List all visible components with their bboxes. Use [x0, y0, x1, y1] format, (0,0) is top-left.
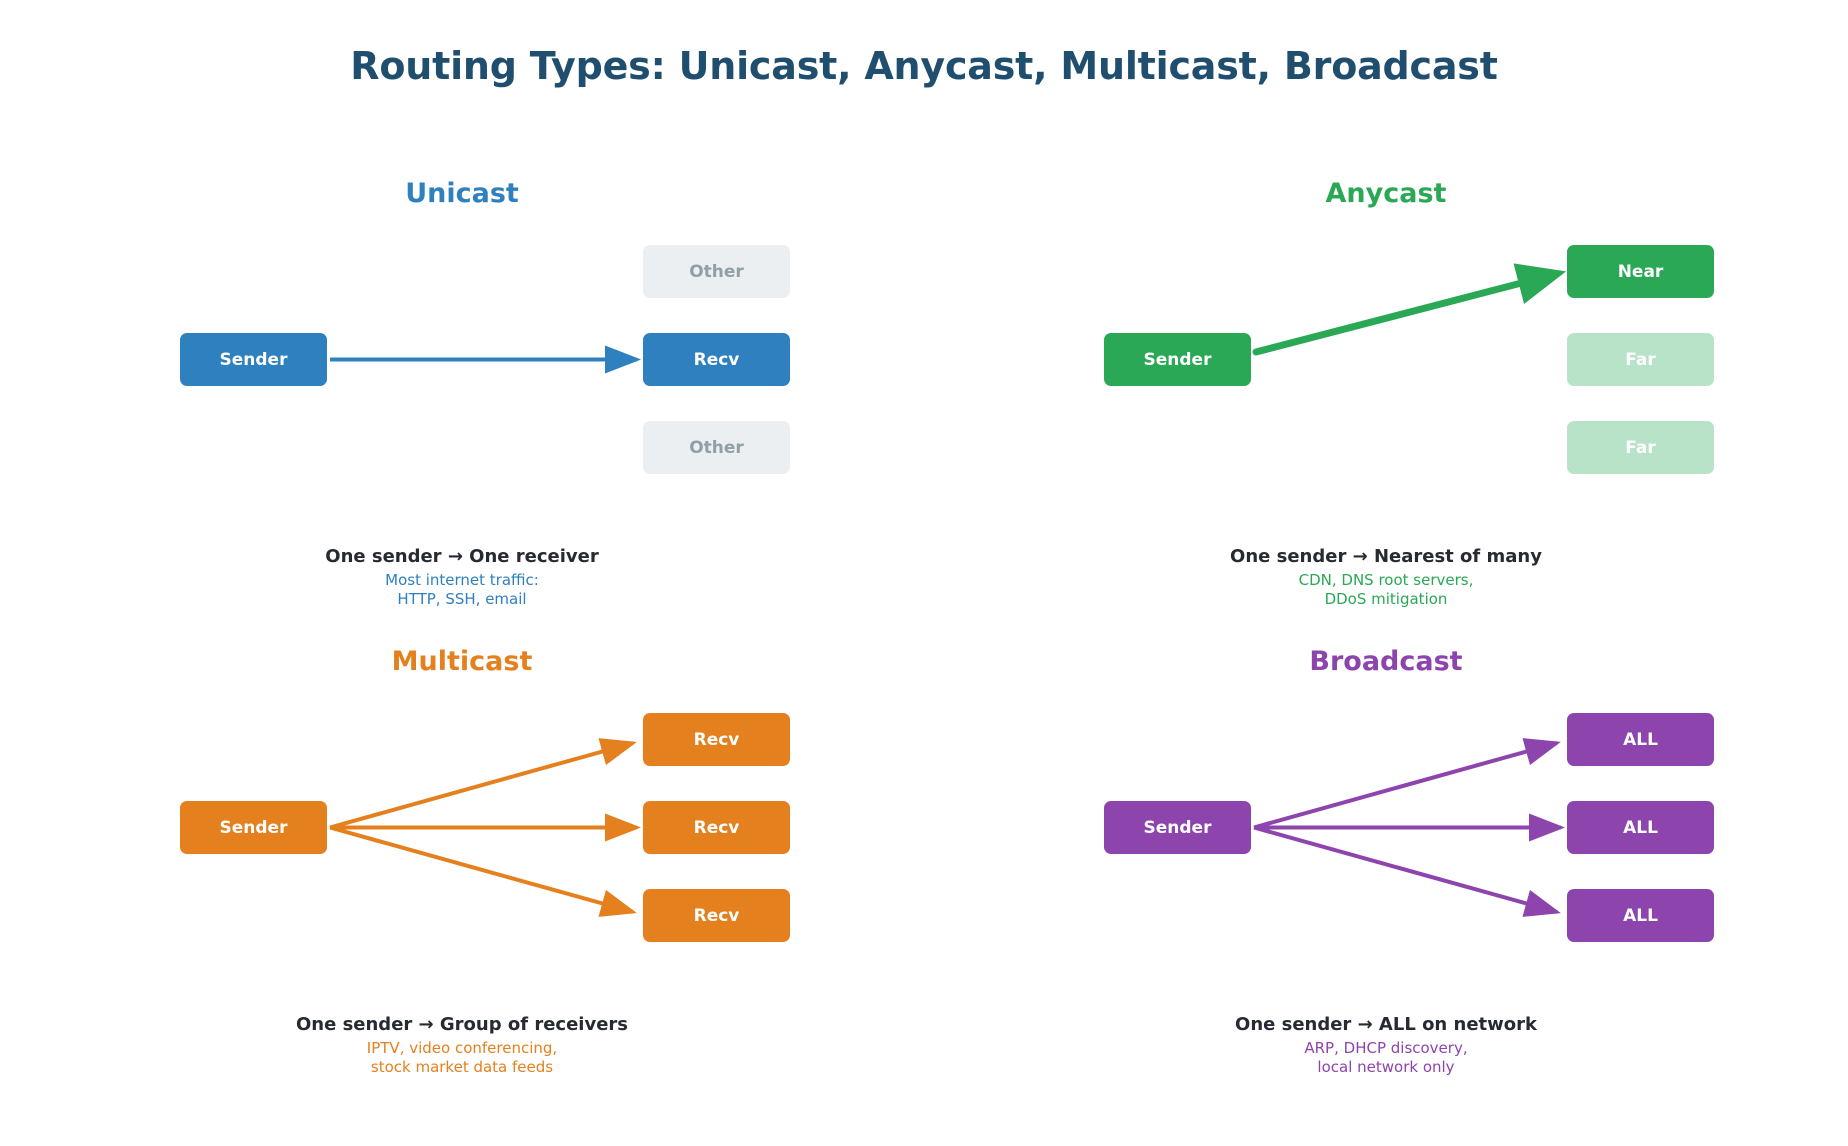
caption-main: One sender → ALL on network: [1235, 1014, 1537, 1035]
node-label: Far: [1625, 349, 1656, 370]
node-target-other-bottom[interactable]: Other: [643, 421, 790, 474]
arrow-sender-to-recv-top: [329, 738, 637, 830]
caption-sub-line-2: DDoS mitigation: [1324, 590, 1448, 609]
caption-main: One sender → Nearest of many: [1230, 546, 1542, 567]
node-label: Other: [689, 261, 744, 282]
node-target-recv-bottom[interactable]: Recv: [643, 889, 790, 942]
arrow-sender-to-recv-bottom: [329, 825, 637, 917]
arrow-layer-anycast: [1252, 263, 1567, 356]
caption-main: One sender → One receiver: [325, 546, 599, 567]
node-target-all-middle[interactable]: ALL: [1567, 801, 1714, 854]
arrow-sender-to-all-bottom: [1253, 825, 1561, 917]
node-target-far-middle[interactable]: Far: [1567, 333, 1714, 386]
caption-multicast: One sender → Group of receivers IPTV, vi…: [0, 1013, 924, 1077]
caption-sub: IPTV, video conferencing, stock market d…: [0, 1039, 924, 1077]
node-label: Sender: [219, 349, 288, 370]
diagram-multicast: Sender Recv Recv Recv: [0, 698, 924, 958]
caption-sub-line-1: ARP, DHCP discovery,: [1304, 1039, 1468, 1058]
caption-sub-line-2: HTTP, SSH, email: [397, 590, 527, 609]
caption-main: One sender → Group of receivers: [295, 1014, 629, 1035]
caption-sub-line-1: Most internet traffic:: [385, 571, 539, 590]
panel-unicast: Unicast Sender Other Recv Other One send…: [0, 150, 924, 650]
node-label: Recv: [693, 905, 740, 926]
node-target-far-bottom[interactable]: Far: [1567, 421, 1714, 474]
diagram-broadcast: Sender ALL ALL ALL: [924, 698, 1848, 958]
panel-heading-unicast: Unicast: [405, 178, 519, 209]
caption-sub-line-2: local network only: [1317, 1058, 1455, 1077]
panel-multicast: Multicast Sender Recv Recv Recv One send…: [0, 618, 924, 1118]
caption-sub-line-1: CDN, DNS root servers,: [1298, 571, 1474, 590]
arrow-layer-unicast: [330, 345, 641, 374]
node-sender-multicast[interactable]: Sender: [180, 801, 327, 854]
node-label: ALL: [1623, 817, 1658, 838]
node-target-recv[interactable]: Recv: [643, 333, 790, 386]
panel-heading-broadcast: Broadcast: [1309, 646, 1463, 677]
node-target-near[interactable]: Near: [1567, 245, 1714, 298]
node-target-other-top[interactable]: Other: [643, 245, 790, 298]
node-label: Other: [689, 437, 744, 458]
caption-unicast: One sender → One receiver Most internet …: [0, 545, 924, 609]
node-sender-anycast[interactable]: Sender: [1104, 333, 1251, 386]
arrow-layer-broadcast: [1253, 738, 1565, 917]
panel-heading-multicast: Multicast: [391, 646, 533, 677]
node-label: ALL: [1623, 729, 1658, 750]
node-label: Recv: [693, 729, 740, 750]
node-target-recv-top[interactable]: Recv: [643, 713, 790, 766]
node-label: Recv: [693, 349, 740, 370]
diagram-unicast: Sender Other Recv Other: [0, 230, 924, 490]
panel-heading-anycast: Anycast: [1325, 178, 1447, 209]
node-label: ALL: [1623, 905, 1658, 926]
node-sender-broadcast[interactable]: Sender: [1104, 801, 1251, 854]
page-title: Routing Types: Unicast, Anycast, Multica…: [350, 44, 1498, 88]
caption-sub-line-2: stock market data feeds: [370, 1058, 554, 1077]
node-label: Sender: [1143, 817, 1212, 838]
node-target-recv-middle[interactable]: Recv: [643, 801, 790, 854]
caption-anycast: One sender → Nearest of many CDN, DNS ro…: [924, 545, 1848, 609]
caption-broadcast: One sender → ALL on network ARP, DHCP di…: [924, 1013, 1848, 1077]
panel-broadcast: Broadcast Sender ALL ALL ALL One sender …: [924, 618, 1848, 1118]
arrow-sender-to-near: [1252, 263, 1567, 356]
node-label: Near: [1617, 261, 1664, 282]
arrow-layer-multicast: [329, 738, 641, 917]
caption-sub: Most internet traffic: HTTP, SSH, email: [0, 571, 924, 609]
panel-anycast: Anycast Sender Near Far Far One sender →…: [924, 150, 1848, 650]
node-label: Sender: [219, 817, 288, 838]
caption-sub: CDN, DNS root servers, DDoS mitigation: [924, 571, 1848, 609]
node-sender-unicast[interactable]: Sender: [180, 333, 327, 386]
diagram-anycast: Sender Near Far Far: [924, 230, 1848, 490]
caption-sub: ARP, DHCP discovery, local network only: [924, 1039, 1848, 1077]
node-label: Far: [1625, 437, 1656, 458]
node-target-all-bottom[interactable]: ALL: [1567, 889, 1714, 942]
arrow-sender-to-all-top: [1253, 738, 1561, 830]
node-label: Recv: [693, 817, 740, 838]
node-target-all-top[interactable]: ALL: [1567, 713, 1714, 766]
node-label: Sender: [1143, 349, 1212, 370]
caption-sub-line-1: IPTV, video conferencing,: [366, 1039, 558, 1058]
